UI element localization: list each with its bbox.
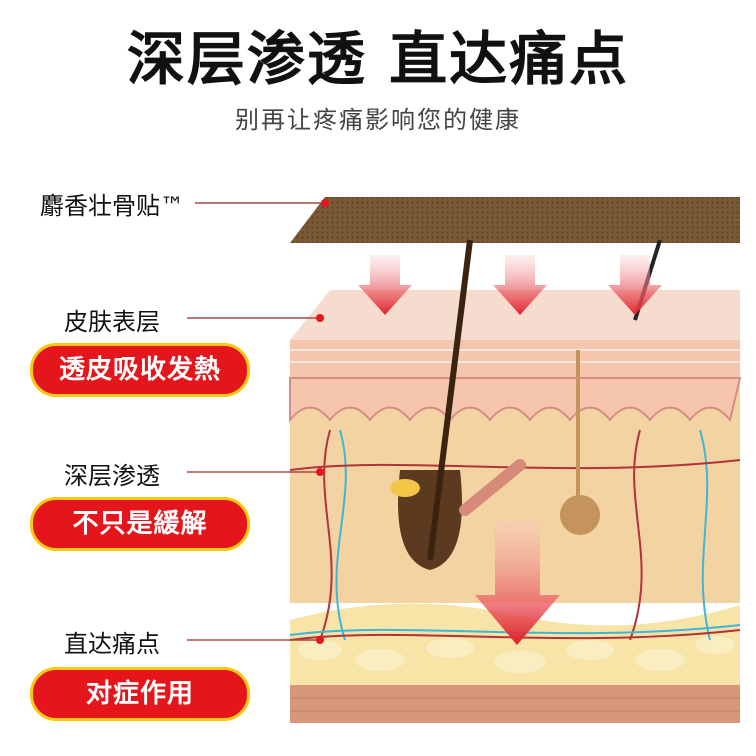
callout-label-skin-surface: 皮肤表层 [64, 308, 160, 336]
callout-label-deep: 深层渗透 [64, 462, 160, 490]
callout-dot [316, 468, 324, 476]
callout-label-patch: 麝香壮骨贴™ [40, 192, 184, 220]
badge-not-just-relief: 不只是緩解 [30, 497, 250, 551]
penetration-arrows [358, 255, 662, 645]
epidermis [290, 340, 740, 378]
badge-targeted: 对症作用 [30, 667, 250, 721]
page-subtitle: 别再让疼痛影响您的健康 [235, 106, 521, 134]
callout-dot [316, 636, 324, 644]
callout-label-pain-point: 直达痛点 [64, 630, 160, 658]
muscle-layer [290, 685, 740, 723]
patch [290, 197, 740, 243]
callout-dot [316, 314, 324, 322]
page-title: 深层渗透 直达痛点 [126, 25, 630, 93]
badge-transdermal: 透皮吸收发熱 [30, 343, 250, 397]
callout-dot [321, 199, 329, 207]
